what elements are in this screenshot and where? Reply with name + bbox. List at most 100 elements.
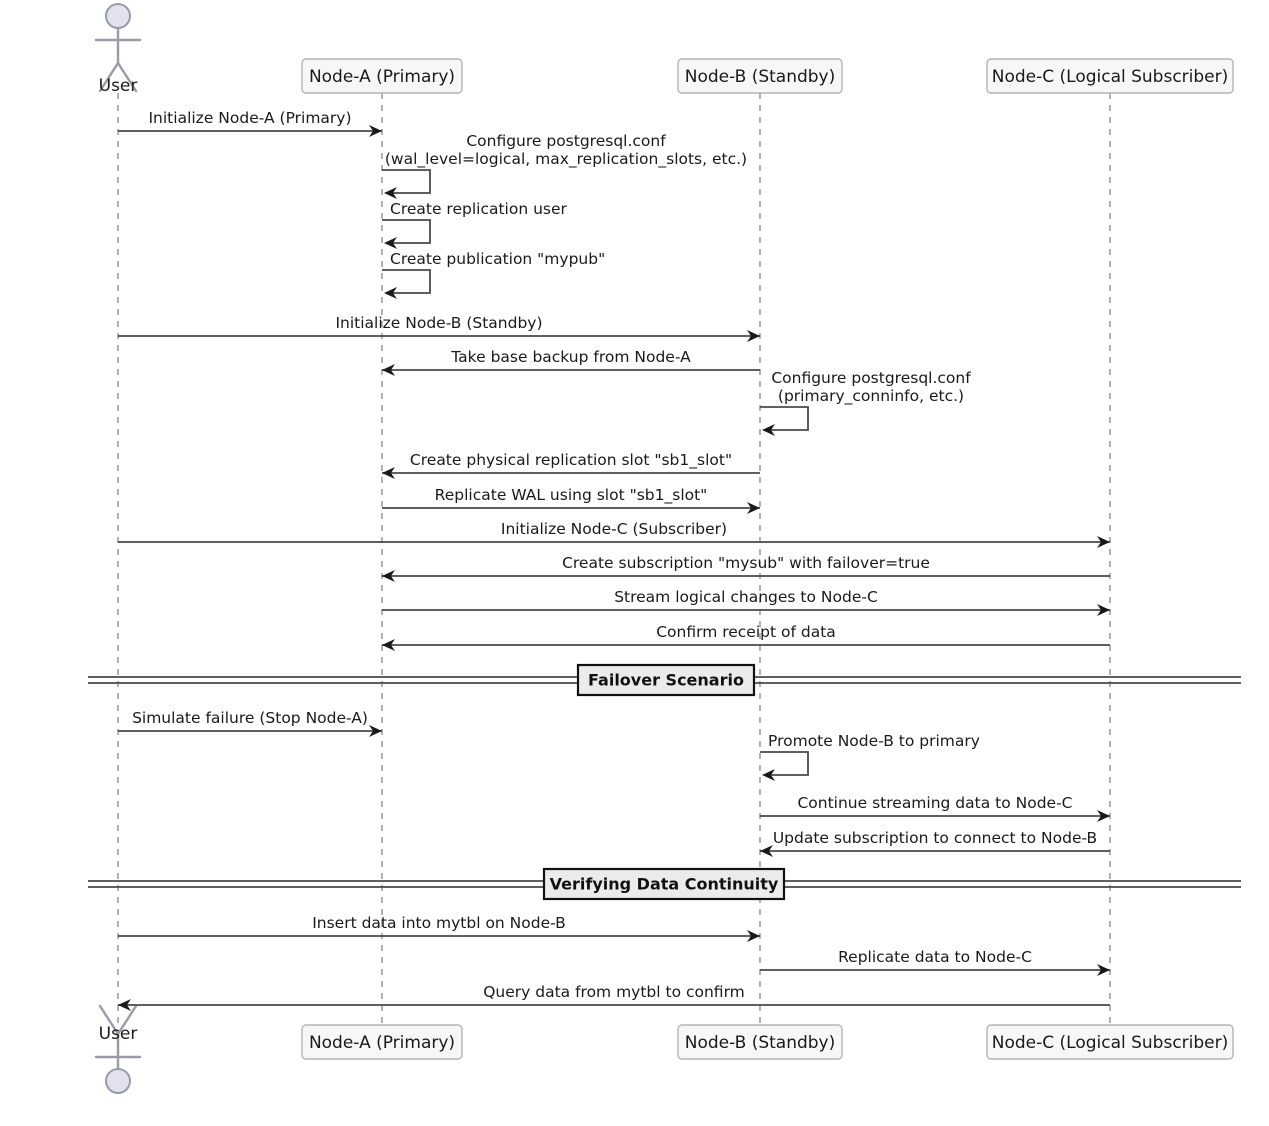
participant-label: Node-A (Primary) bbox=[309, 1033, 455, 1053]
actor-leg-right bbox=[116, 61, 138, 93]
message-label: Initialize Node-C (Subscriber) bbox=[501, 520, 727, 538]
self-message-label: Create publication "mypub" bbox=[390, 250, 605, 268]
divider-label-box bbox=[576, 663, 756, 697]
participant-nodec-bottom[interactable]: Node-C (Logical Subscriber) bbox=[986, 1024, 1234, 1060]
arrowhead-icon bbox=[382, 467, 395, 479]
participant-label: Node-B (Standby) bbox=[685, 1033, 836, 1053]
participant-nodea-bottom[interactable]: Node-A (Primary) bbox=[301, 1024, 463, 1060]
participant-box bbox=[677, 1024, 843, 1060]
message-label: Continue streaming data to Node-C bbox=[797, 794, 1072, 812]
self-loop-path bbox=[382, 219, 431, 244]
message-label: Replicate data to Node-C bbox=[838, 948, 1032, 966]
message-label: Take base backup from Node-A bbox=[450, 348, 691, 366]
message-arrow[interactable]: Take base backup from Node-A bbox=[382, 348, 760, 376]
message-label: Update subscription to connect to Node-B bbox=[773, 829, 1097, 847]
message-label: Insert data into mytbl on Node-B bbox=[312, 914, 566, 932]
participant-label: Node-C (Logical Subscriber) bbox=[992, 1033, 1229, 1053]
self-message[interactable]: Create publication "mypub" bbox=[382, 250, 605, 299]
participant-box bbox=[986, 1024, 1234, 1060]
divider-label: Failover Scenario bbox=[588, 671, 744, 690]
arrowhead-icon bbox=[369, 125, 382, 137]
actor-leg-left bbox=[98, 61, 120, 93]
divider-failover-scenario: Failover Scenario bbox=[88, 663, 1241, 697]
message-arrow[interactable]: Continue streaming data to Node-C bbox=[760, 794, 1110, 822]
message-arrow[interactable]: Initialize Node-A (Primary) bbox=[118, 109, 382, 137]
arrowhead-icon bbox=[382, 639, 395, 651]
actor-label: User bbox=[99, 1024, 138, 1044]
self-loop-path bbox=[382, 169, 431, 194]
actor-leg-right bbox=[116, 1004, 138, 1036]
arrowhead-icon bbox=[747, 502, 760, 514]
message-arrow[interactable]: Update subscription to connect to Node-B bbox=[760, 829, 1110, 857]
arrowhead-icon bbox=[118, 999, 131, 1011]
actor-leg-left bbox=[98, 1004, 120, 1036]
self-message-label: Promote Node-B to primary bbox=[768, 732, 980, 750]
arrowhead-icon bbox=[747, 330, 760, 342]
self-message-label: Create replication user bbox=[390, 200, 568, 218]
message-label: Query data from mytbl to confirm bbox=[483, 983, 745, 1001]
message-label: Confirm receipt of data bbox=[656, 623, 836, 641]
messages-layer: Initialize Node-A (Primary) Configure pos… bbox=[118, 109, 1110, 1011]
message-label: Stream logical changes to Node-C bbox=[614, 588, 878, 606]
arrowhead-icon bbox=[1097, 536, 1110, 548]
message-arrow[interactable]: Create subscription "mysub" with failove… bbox=[382, 554, 1110, 582]
actor-label: User bbox=[99, 76, 138, 96]
self-message[interactable]: Create replication user bbox=[382, 200, 568, 249]
message-arrow[interactable]: Confirm receipt of data bbox=[382, 623, 1110, 651]
message-label: Create physical replication slot "sb1_sl… bbox=[410, 451, 732, 470]
participant-box bbox=[301, 1024, 463, 1060]
message-arrow[interactable]: Replicate WAL using slot "sb1_slot" bbox=[382, 486, 760, 514]
arrowhead-icon bbox=[762, 424, 775, 436]
message-arrow[interactable]: Simulate failure (Stop Node-A) bbox=[118, 709, 382, 737]
message-arrow[interactable]: Replicate data to Node-C bbox=[760, 948, 1110, 976]
arrowhead-icon bbox=[1097, 604, 1110, 616]
participant-nodeb-top[interactable]: Node-B (Standby) bbox=[677, 58, 843, 94]
participant-nodec-top[interactable]: Node-C (Logical Subscriber) bbox=[986, 58, 1234, 94]
self-message-label-line2: (wal_level=logical, max_replication_slot… bbox=[385, 150, 747, 169]
actor-head-icon bbox=[105, 1068, 131, 1094]
participant-nodeb-bottom[interactable]: Node-B (Standby) bbox=[677, 1024, 843, 1060]
message-arrow[interactable]: Stream logical changes to Node-C bbox=[382, 588, 1110, 616]
arrowhead-icon bbox=[747, 930, 760, 942]
self-message-label-line2: (primary_conninfo, etc.) bbox=[778, 387, 964, 406]
arrowhead-icon bbox=[1097, 964, 1110, 976]
message-label: Initialize Node-B (Standby) bbox=[335, 314, 542, 332]
message-arrow[interactable]: Insert data into mytbl on Node-B bbox=[118, 914, 760, 942]
participant-label: Node-A (Primary) bbox=[309, 67, 455, 87]
divider-label: Verifying Data Continuity bbox=[550, 875, 779, 894]
divider-verifying-data-continuity: Verifying Data Continuity bbox=[88, 867, 1241, 901]
message-arrow[interactable]: Create physical replication slot "sb1_sl… bbox=[382, 451, 760, 479]
arrowhead-icon bbox=[369, 725, 382, 737]
arrowhead-icon bbox=[382, 570, 395, 582]
self-message[interactable]: Configure postgresql.conf(primary_connin… bbox=[760, 369, 971, 436]
self-message[interactable]: Configure postgresql.conf(wal_level=logi… bbox=[382, 132, 747, 199]
actor-user-bottom[interactable]: User bbox=[94, 1004, 142, 1094]
message-label: Simulate failure (Stop Node-A) bbox=[132, 709, 368, 727]
self-message[interactable]: Promote Node-B to primary bbox=[760, 732, 980, 781]
participant-box bbox=[677, 58, 843, 94]
arrowhead-icon bbox=[1097, 810, 1110, 822]
participant-label: Node-C (Logical Subscriber) bbox=[992, 67, 1229, 87]
participant-label: Node-B (Standby) bbox=[685, 67, 836, 87]
arrowhead-icon bbox=[760, 845, 773, 857]
arrowhead-icon bbox=[382, 364, 395, 376]
participant-box bbox=[301, 58, 463, 94]
message-arrow[interactable]: Initialize Node-B (Standby) bbox=[118, 314, 760, 342]
participant-nodea-top[interactable]: Node-A (Primary) bbox=[301, 58, 463, 94]
message-arrow[interactable]: Query data from mytbl to confirm bbox=[118, 983, 1110, 1011]
message-label: Initialize Node-A (Primary) bbox=[148, 109, 351, 127]
arrowhead-icon bbox=[384, 287, 397, 299]
self-message-label-line1: Configure postgresql.conf bbox=[771, 369, 971, 387]
participants-layer: Node-A (Primary) Node-A (Primary) Node-B (… bbox=[301, 58, 1234, 1060]
message-arrow[interactable]: Initialize Node-C (Subscriber) bbox=[118, 520, 1110, 548]
arrowhead-icon bbox=[762, 769, 775, 781]
divider-label-box bbox=[542, 867, 786, 901]
message-label: Replicate WAL using slot "sb1_slot" bbox=[435, 486, 708, 505]
self-message-label-line1: Configure postgresql.conf bbox=[466, 132, 666, 150]
arrowhead-icon bbox=[384, 187, 397, 199]
arrowhead-icon bbox=[384, 237, 397, 249]
actor-user-top[interactable]: User bbox=[94, 3, 142, 96]
